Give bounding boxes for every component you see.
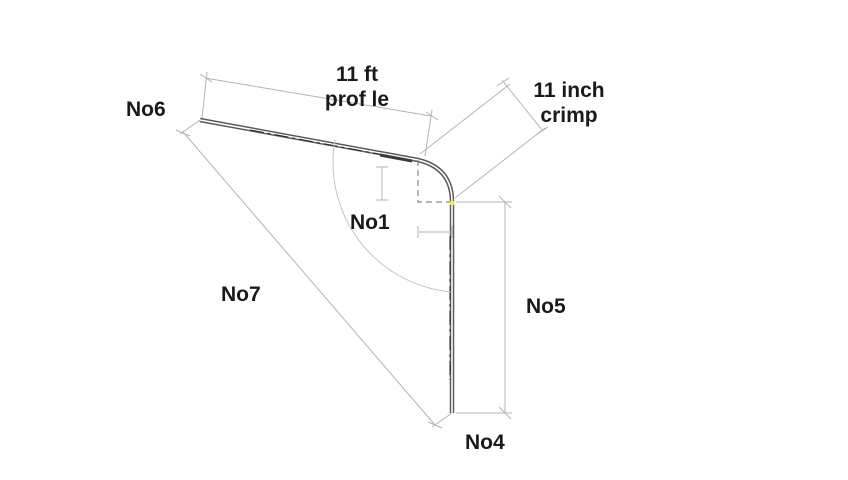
label-no4: No4 <box>465 431 505 454</box>
label-length-line2: prof le <box>324 88 390 111</box>
label-length: 11 ft prof le <box>312 62 402 112</box>
label-no6: No6 <box>126 98 166 121</box>
label-crimp: 11 inch crimp <box>524 78 614 128</box>
crimp-dimension <box>419 77 549 199</box>
bend-point-marker <box>449 200 455 206</box>
vertical-dimension <box>456 195 512 420</box>
bend-construction <box>376 160 455 238</box>
diagonal-dimension <box>175 119 453 429</box>
length-dimension <box>199 71 439 157</box>
label-crimp-line2: crimp <box>540 104 598 127</box>
label-no1: No1 <box>350 211 390 234</box>
label-crimp-line1: 11 inch <box>533 79 605 102</box>
label-no5: No5 <box>526 295 566 318</box>
angle-arc <box>332 139 453 293</box>
label-no7: No7 <box>221 283 261 306</box>
profile-part <box>199 117 455 413</box>
crimp-thickening <box>379 153 413 163</box>
label-length-line1: 11 ft <box>335 63 379 86</box>
